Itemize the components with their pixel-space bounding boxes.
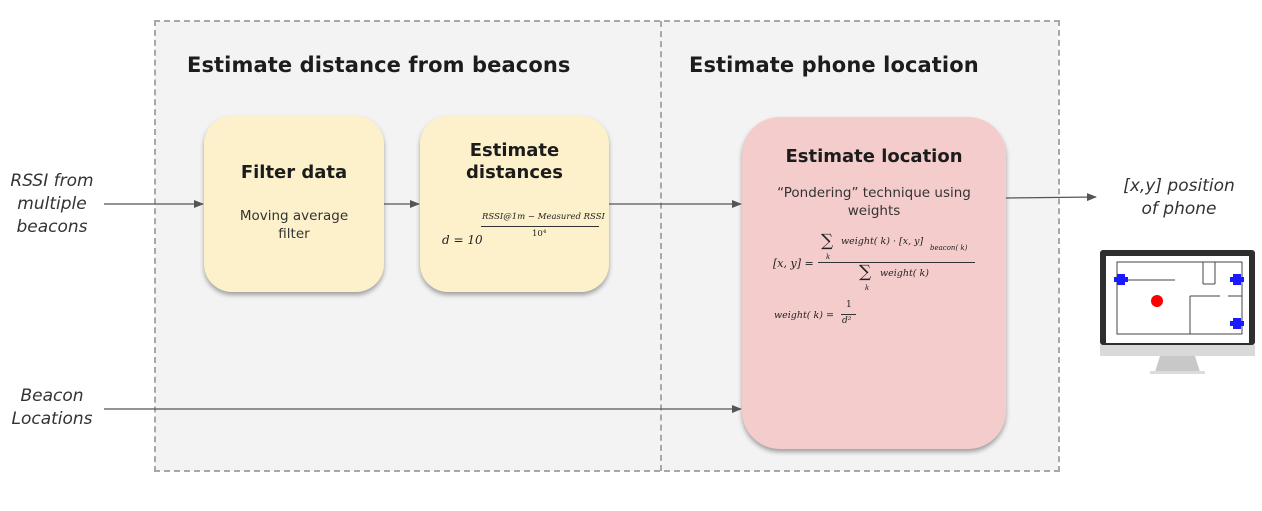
estimate-location-title: Estimate location (785, 146, 963, 167)
distances-title-line: Estimate (469, 140, 560, 161)
distance-formula-numerator: RSSI@1m − Measured RSSI (482, 212, 605, 222)
position-formula: [x, y] = ∑ k weight( k) · [x, y] beacon(… (773, 231, 1003, 297)
beacon-label-line: Beacon (20, 386, 84, 406)
distances-title-line: distances (466, 162, 563, 183)
distance-formula-denominator: 10⁴ (532, 229, 547, 239)
beacon-locations-label: Beacon Locations (0, 385, 104, 431)
estimate-distances-box: Estimate distances d = 10 RSSI@1m − Meas… (420, 116, 609, 292)
sum-index-top: k (826, 253, 831, 261)
weight-formula-lhs: weight( k) = (774, 310, 834, 321)
weight-formula-numerator: 1 (846, 300, 852, 310)
filter-data-text: Moving average filter (204, 207, 384, 243)
weight-formula: weight( k) = 1 d² (774, 300, 894, 336)
sum-icon: ∑ (859, 262, 872, 282)
distance-fraction-bar (481, 226, 599, 227)
beacon-markers (1114, 274, 1244, 329)
weight-formula-denominator: d² (842, 316, 852, 326)
sum-index-bottom: k (865, 284, 870, 292)
filter-text-line: filter (278, 226, 310, 242)
beacon-label-line: Locations (11, 409, 93, 429)
estimate-distances-title: Estimate distances (420, 140, 609, 184)
filter-data-box: Filter data Moving average filter (204, 116, 384, 292)
weight-fraction-bar (841, 314, 856, 315)
position-fraction-bar (818, 262, 975, 263)
outer-dashed-frame (154, 20, 1060, 472)
position-formula-subscript: beacon( k) (930, 244, 968, 252)
location-text-line: “Pondering” technique using (777, 185, 971, 201)
monitor-icon (1100, 250, 1255, 374)
rssi-input-label: RSSI from multiple beacons (0, 170, 104, 239)
filter-text-line: Moving average (239, 208, 349, 224)
position-formula-numerator: weight( k) · [x, y] (841, 236, 924, 247)
phone-position-dot (1151, 295, 1163, 307)
floor-plan (1116, 261, 1243, 335)
arrow-location-to-output (1005, 193, 1097, 202)
position-formula-lhs: [x, y] = (773, 257, 814, 270)
rssi-label-line: multiple (17, 194, 87, 214)
sum-icon: ∑ (821, 231, 834, 251)
section-divider (660, 21, 662, 471)
section-title-location: Estimate phone location (689, 53, 979, 77)
output-position-label: [x,y] position of phone (1110, 175, 1248, 221)
estimate-location-text: “Pondering” technique using weights (742, 184, 1006, 220)
output-label-line: of phone (1141, 199, 1217, 219)
location-text-line: weights (847, 203, 901, 219)
distance-formula: d = 10 RSSI@1m − Measured RSSI 10⁴ (442, 212, 605, 252)
position-formula-denominator: weight( k) (880, 268, 929, 279)
distance-formula-lhs: d = 10 (442, 233, 483, 247)
output-label-line: [x,y] position (1123, 176, 1235, 196)
rssi-label-line: beacons (16, 217, 88, 237)
section-title-distance: Estimate distance from beacons (187, 53, 571, 77)
estimate-location-box: Estimate location “Pondering” technique … (742, 117, 1006, 449)
filter-data-title: Filter data (240, 162, 348, 183)
rssi-label-line: RSSI from (10, 171, 94, 191)
